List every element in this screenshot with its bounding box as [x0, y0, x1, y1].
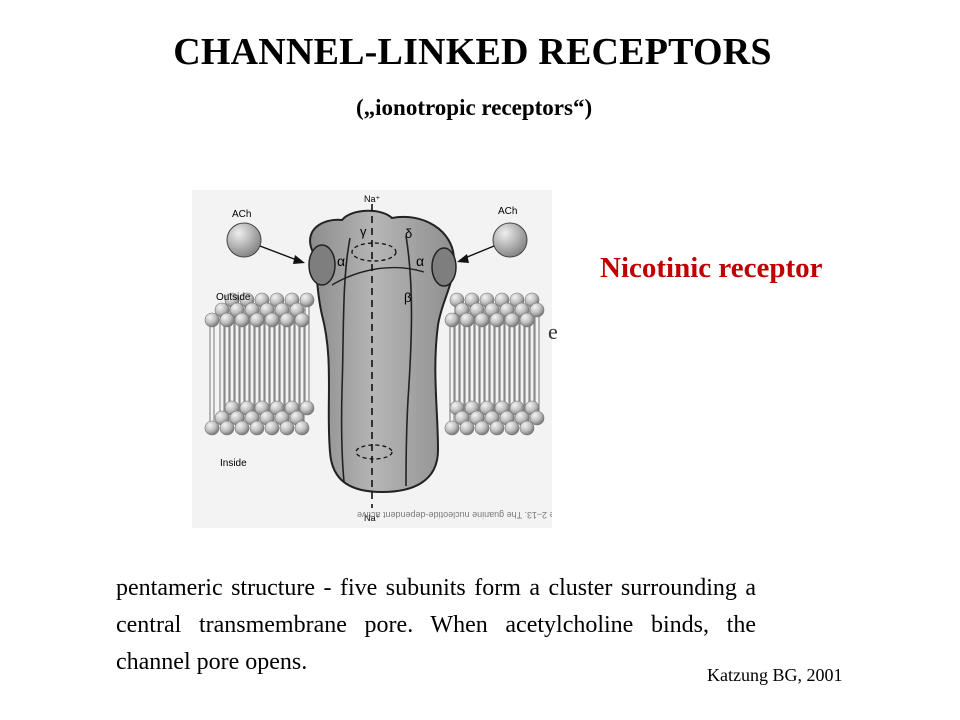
subunit-seam: [340, 237, 351, 483]
inside-label: Inside: [220, 458, 247, 469]
lipid-head: [204, 312, 220, 328]
receptor-diagram-svg: ACh ACh Na⁺ Na⁺ Outside Inside γ δ α α β…: [192, 190, 575, 528]
lipid-heads: [204, 292, 545, 436]
nicotinic-receptor-figure: ACh ACh Na⁺ Na⁺ Outside Inside γ δ α α β…: [192, 190, 575, 528]
caption-fragment: Figure 2–13. The guanine nucleotide-depe…: [357, 510, 552, 520]
lipid-head: [459, 312, 475, 328]
lipid-head: [504, 420, 520, 436]
stray-character: e: [548, 319, 558, 344]
subunit-delta: δ: [405, 226, 412, 241]
lipid-head: [489, 312, 505, 328]
subunit-alpha-right: α: [416, 253, 424, 269]
ach-label-right: ACh: [498, 206, 517, 217]
description-text: pentameric structure - five subunits for…: [116, 575, 756, 675]
ion-label-top: Na⁺: [364, 194, 381, 204]
subunit-gamma: γ: [360, 224, 367, 239]
lipid-head: [519, 420, 535, 436]
lipid-head: [299, 400, 315, 416]
lipid-head: [279, 312, 295, 328]
lipid-head: [489, 420, 505, 436]
lipid-head: [529, 302, 545, 318]
lipid-head: [249, 312, 265, 328]
lipid-head: [264, 420, 280, 436]
subunit-alpha-left: α: [337, 253, 345, 269]
pore-top-ring: [351, 242, 397, 262]
ion-label-bottom: Na⁺: [364, 513, 381, 523]
lipid-head: [459, 420, 475, 436]
binding-pocket-right: [431, 247, 457, 287]
lipid-head: [234, 420, 250, 436]
lipid-head: [299, 292, 315, 308]
lipid-head: [204, 420, 220, 436]
lipid-head: [279, 420, 295, 436]
lipid-head: [444, 312, 460, 328]
receptor-channel-protein: [309, 209, 456, 494]
lipid-head: [474, 420, 490, 436]
lipid-head: [519, 312, 535, 328]
pore-bottom-ring: [355, 444, 393, 460]
outside-label: Outside: [216, 292, 251, 303]
ach-ligand-left: [226, 222, 262, 258]
lipid-head: [234, 312, 250, 328]
ach-label-left: ACh: [232, 209, 251, 220]
subunit-beta: β: [404, 290, 411, 305]
lipid-head: [529, 410, 545, 426]
slide-title: CHANNEL-LINKED RECEPTORS: [173, 31, 772, 73]
lipid-head: [444, 420, 460, 436]
lipid-head: [264, 312, 280, 328]
lipid-head: [294, 420, 310, 436]
lipid-head: [249, 420, 265, 436]
slide-subtitle: („ionotropic receptors“): [356, 95, 593, 120]
lipid-head: [474, 312, 490, 328]
ach-ligand-right: [492, 222, 528, 258]
binding-pocket-left: [308, 244, 336, 286]
lipid-head: [219, 312, 235, 328]
lipid-head: [219, 420, 235, 436]
subunit-seam: [331, 266, 425, 286]
subunit-seam: [405, 235, 413, 487]
lipid-head: [294, 312, 310, 328]
receptor-label: Nicotinic receptor: [600, 252, 823, 284]
lipid-head: [504, 312, 520, 328]
arrow-right-head: [457, 254, 469, 263]
citation: Katzung BG, 2001: [707, 665, 843, 685]
arrow-left-head: [293, 255, 305, 264]
